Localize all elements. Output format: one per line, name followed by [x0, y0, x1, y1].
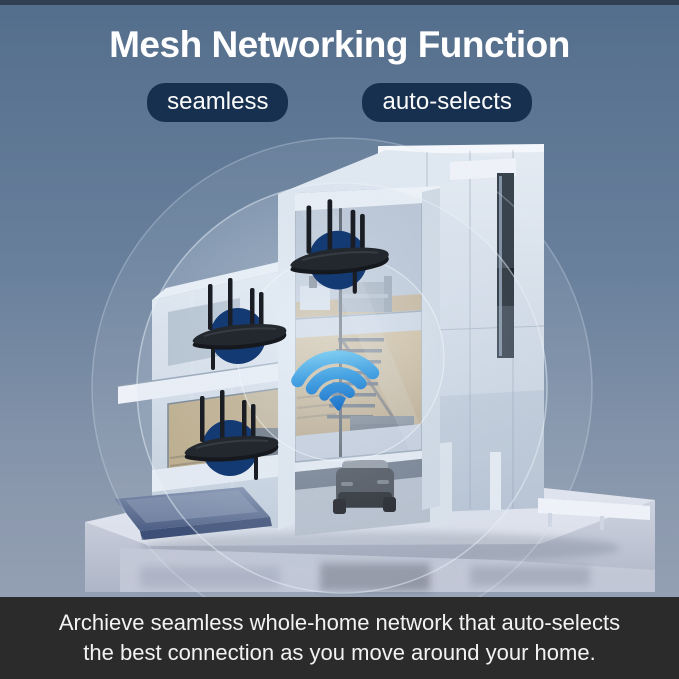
- router-icon-middle: [192, 278, 287, 370]
- caption-line-1: Archieve seamless whole-home network tha…: [58, 610, 621, 635]
- wifi-icon: [291, 350, 380, 411]
- top-border-line: [0, 0, 679, 5]
- badge-seamless: seamless: [147, 83, 289, 122]
- right-ledge: [538, 498, 650, 530]
- router-icon-top: [290, 199, 389, 294]
- badge-auto-selects: auto-selects: [362, 83, 532, 122]
- feature-badges: seamless auto-selects: [0, 83, 679, 122]
- caption-line-2: the best connection as you move around y…: [83, 640, 596, 665]
- router-icon-bottom: [184, 390, 279, 480]
- caption-bar: Archieve seamless whole-home network tha…: [0, 597, 679, 679]
- page-title: Mesh Networking Function: [109, 24, 570, 65]
